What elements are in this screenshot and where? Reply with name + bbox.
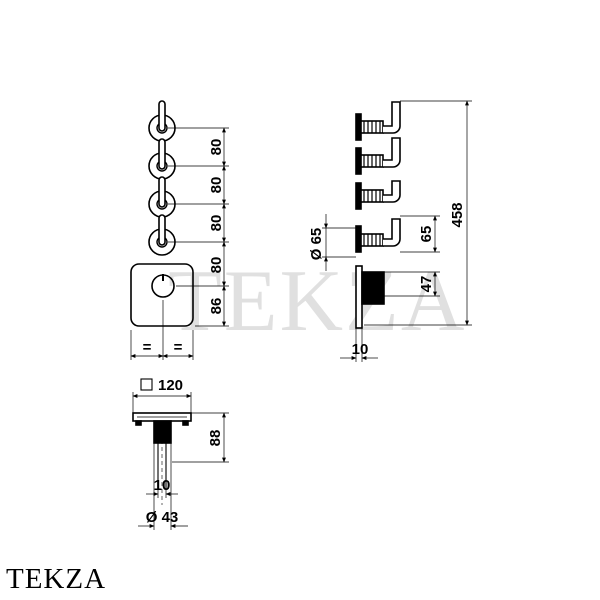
side-total-height-label: 458 — [449, 202, 466, 227]
side-plate-projection-label: 47 — [418, 276, 435, 293]
top-body — [153, 420, 172, 444]
front-spacing-label-1: 80 — [208, 139, 225, 156]
front-spacing-label-4: 80 — [208, 257, 225, 274]
front-spacing-label-3: 80 — [208, 215, 225, 232]
square-symbol-icon — [140, 378, 153, 391]
top-plate-size-label: 120 — [158, 377, 183, 394]
front-plate-height-label: 86 — [208, 298, 225, 315]
side-view — [322, 100, 472, 362]
side-handle-3 — [355, 180, 401, 210]
brand-logo: TEKZA — [6, 563, 107, 595]
top-stem-width-label: 10 — [154, 477, 171, 494]
front-handle-3 — [148, 176, 176, 218]
side-handle-4 — [355, 218, 401, 253]
front-view — [130, 100, 229, 360]
front-handle-4 — [148, 214, 176, 256]
front-plate — [130, 263, 194, 327]
front-handle-1 — [148, 100, 176, 142]
side-handle-1 — [355, 101, 401, 141]
top-depth-label: 88 — [207, 430, 224, 447]
watermark-text: TEKZA — [168, 253, 466, 350]
front-equal-label-right: = — [174, 339, 183, 356]
front-spacing-label-2: 80 — [208, 177, 225, 194]
side-handle-projection-label: 65 — [418, 226, 435, 243]
side-plate — [355, 265, 385, 329]
top-body-diameter-label: Ø 43 — [146, 509, 179, 526]
side-handle-diameter-label: Ø 65 — [308, 228, 325, 261]
front-equal-label-left: = — [143, 339, 152, 356]
top-view — [132, 378, 229, 530]
front-handle-2 — [148, 138, 176, 180]
side-handle-2 — [355, 137, 401, 175]
side-plate-thickness-label: 10 — [352, 341, 369, 358]
